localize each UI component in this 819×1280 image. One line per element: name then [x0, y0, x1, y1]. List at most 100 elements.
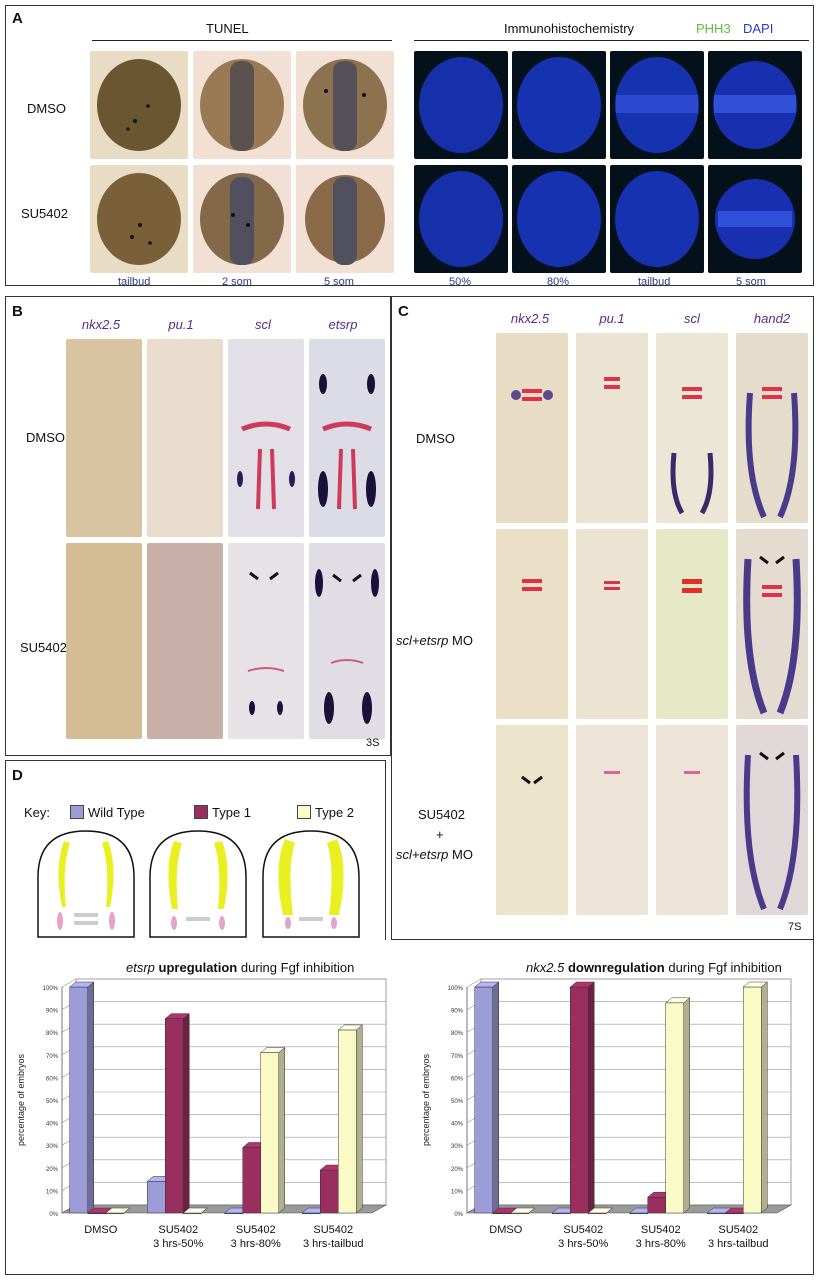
chart-y-tick-label: 10%: [451, 1189, 464, 1195]
bar-top: [182, 1207, 208, 1214]
bar-front: [743, 986, 762, 1214]
chart-nkx25-title-rest: during Fgf inhibition: [668, 960, 782, 975]
panel-c: C nkx2.5 pu.1 scl hand2 DMSO scl+etsrp M…: [391, 296, 814, 940]
bar-front: [147, 1181, 166, 1214]
panel-c-gene-hand2: hand2: [753, 311, 791, 326]
c-scl-dmso: [656, 333, 728, 523]
bar-front: [69, 986, 88, 1214]
b-etsrp-su5402: [309, 543, 385, 739]
chart-etsrp-title-bold: upregulation: [158, 960, 238, 975]
chart-x-tick-label: SU5402: [718, 1224, 758, 1236]
ihc-dmso-tailbud: [610, 51, 704, 159]
tunel-su5402-2som: [193, 165, 291, 273]
ihc-col-tailbud: tailbud: [638, 276, 671, 288]
bar-top: [337, 1024, 363, 1031]
panel-d-charts: etsrp upregulation during Fgf inhibition…: [5, 940, 814, 1275]
panel-b-gene-scl: scl: [255, 317, 271, 332]
ihc-dmso-5som: [708, 51, 802, 159]
bar-front: [647, 1196, 666, 1214]
chart-etsrp-upregulation: 0%10%20%30%40%50%60%70%80%90%100%percent…: [16, 978, 388, 1250]
panel-b-gene-nkx25: nkx2.5: [81, 317, 121, 332]
panel-c-row3-line3: scl+etsrp MO: [396, 847, 473, 862]
chart-y-tick-label: 50%: [46, 1099, 59, 1105]
panel-c-row3-line2: +: [436, 827, 444, 842]
tunel-su5402-5som: [296, 165, 394, 273]
chart-x-tick-label-line2: 3 hrs-80%: [636, 1238, 686, 1250]
chart-x-tick-label-line2: 3 hrs-50%: [558, 1238, 608, 1250]
chart-x-tick-label-line2: 3 hrs-50%: [153, 1238, 203, 1250]
bar-front: [165, 1018, 184, 1214]
chart-y-tick-label: 60%: [46, 1076, 59, 1082]
tunel-rule: [92, 40, 392, 41]
c-nkx25-su-mo: [496, 725, 568, 915]
chart-x-tick-label: SU5402: [313, 1224, 353, 1236]
c-pu1-dmso: [576, 333, 648, 523]
bar-side: [278, 1047, 285, 1214]
key-swatch-type1: [194, 805, 208, 819]
chart-y-tick-label: 0%: [49, 1212, 58, 1218]
c-nkx25-mo: [496, 529, 568, 719]
ihc-title: Immunohistochemistry: [504, 21, 635, 36]
chart-etsrp-title-rest: during Fgf inhibition: [240, 960, 355, 975]
chart-nkx25-title-gene: nkx2.5: [526, 960, 565, 975]
bar-top: [742, 981, 768, 988]
tunel-dmso-5som: [296, 51, 394, 159]
ihc-col-5som: 5 som: [736, 276, 766, 288]
key-wild-type: Wild Type: [88, 805, 145, 820]
ihc-su5402-50: [414, 165, 508, 273]
panel-c-row3-line1: SU5402: [418, 807, 465, 822]
chart-x-tick-label: SU5402: [236, 1224, 276, 1236]
chart-nkx25-downregulation: 0%10%20%30%40%50%60%70%80%90%100%percent…: [421, 978, 793, 1250]
panel-c-label: C: [398, 303, 409, 320]
bar-top: [510, 1207, 536, 1214]
b-scl-dmso: [228, 339, 304, 537]
chart-x-tick-label-line2: 3 hrs-tailbud: [303, 1238, 364, 1250]
panel-a: A TUNEL Immunohistochemistry PHH3 DAPI D…: [5, 5, 814, 288]
c-pu1-su-mo: [576, 725, 648, 915]
panel-c-row3-gene: scl+etsrp: [396, 847, 449, 862]
panel-d: D Key: Wild Type Type 1 Type 2: [5, 760, 386, 940]
chart-x-tick-label-line2: 3 hrs-80%: [231, 1238, 281, 1250]
key-label: Key:: [24, 805, 51, 820]
ihc-su5402-tailbud: [610, 165, 704, 273]
b-nkx25-dmso: [66, 339, 142, 537]
c-pu1-mo: [576, 529, 648, 719]
c-hand2-mo: [736, 529, 808, 719]
schematic-embryos: [37, 830, 360, 938]
b-pu1-dmso: [147, 339, 223, 537]
key-type1: Type 1: [212, 805, 252, 820]
c-scl-mo: [656, 529, 728, 719]
row-label-dmso: DMSO: [27, 101, 66, 116]
ihc-dmso-50: [414, 51, 508, 159]
panel-a-label: A: [12, 10, 23, 27]
tunel-col-5som: 5 som: [324, 276, 354, 288]
schematic-type1: [149, 830, 247, 938]
b-pu1-su5402: [147, 543, 223, 739]
chart-x-tick-label: DMSO: [84, 1224, 117, 1236]
c-scl-su-mo: [656, 725, 728, 915]
b-etsrp-dmso: [309, 339, 385, 537]
schematic-type2: [262, 830, 360, 938]
bar-front: [320, 1169, 339, 1214]
chart-etsrp-title-gene: etsrp: [126, 960, 155, 975]
bar-side: [761, 981, 768, 1214]
chart-y-tick-label: 80%: [46, 1031, 59, 1037]
panel-c-gene-pu1: pu.1: [599, 311, 625, 326]
chart-y-tick-label: 10%: [46, 1189, 59, 1195]
chart-grid-side: [466, 978, 482, 988]
bar-side: [87, 981, 94, 1214]
bar-side: [683, 997, 690, 1214]
panel-b-row-su5402: SU5402: [20, 640, 67, 655]
tunel-col-tailbud: tailbud: [118, 276, 151, 288]
chart-y-tick-label: 0%: [454, 1212, 463, 1218]
chart-y-tick-label: 40%: [46, 1122, 59, 1128]
chart-nkx25-title-bold: downregulation: [567, 960, 665, 975]
chart-y-tick-label: 30%: [46, 1144, 59, 1150]
panel-c-row-dmso: DMSO: [416, 431, 455, 446]
chart-y-tick-label: 90%: [46, 1009, 59, 1015]
bar-side: [356, 1024, 363, 1214]
ihc-col-80: 80%: [547, 276, 570, 288]
b-nkx25-su5402: [66, 543, 142, 739]
panel-b-row-dmso: DMSO: [26, 430, 65, 445]
tunel-su5402-tailbud: [90, 165, 188, 273]
